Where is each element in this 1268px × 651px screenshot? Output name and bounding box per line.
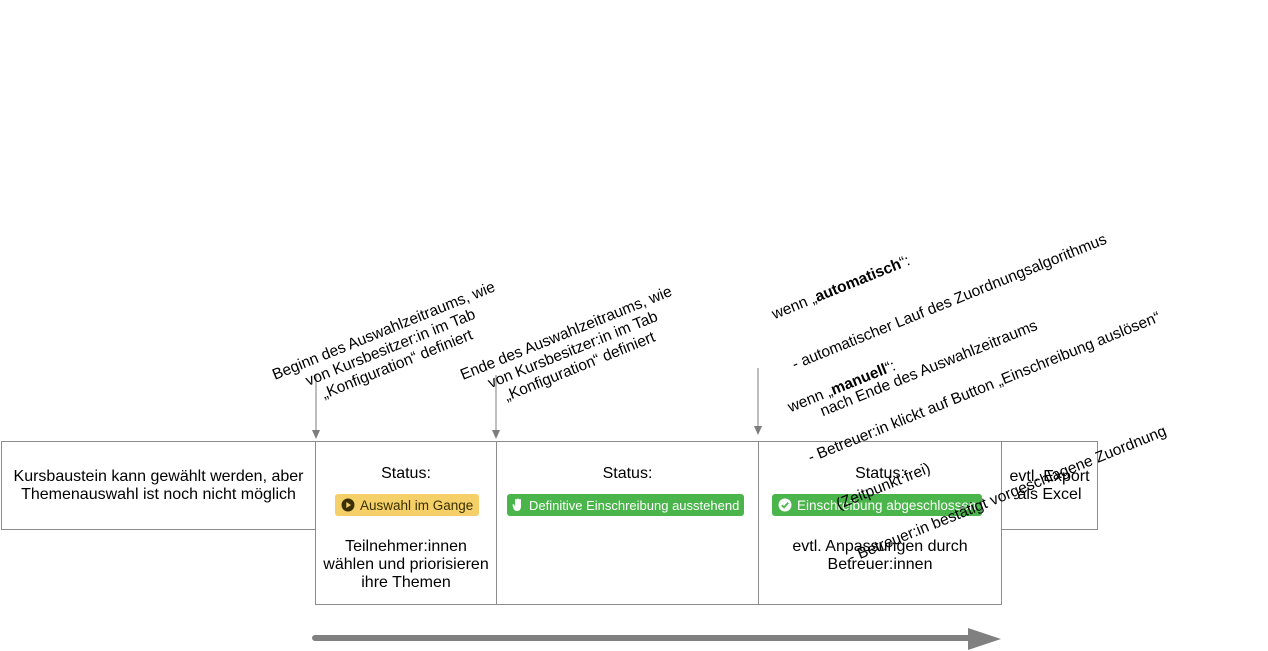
status-badge-label: Einschreibung abgeschlossen — [797, 497, 977, 513]
annotation-keyword: automatisch — [812, 255, 904, 306]
status-badge-pending: Definitive Einschreibung ausstehend — [507, 494, 745, 516]
status-badge-label: Auswahl im Gange — [360, 497, 474, 513]
check-circle-icon — [778, 498, 792, 512]
pre-phase-box: Kursbaustein kann gewählt werden, aber T… — [1, 441, 316, 530]
selection-description-line: Teilnehmer:innen — [345, 538, 467, 555]
status-label: Status: — [381, 465, 431, 482]
post-phase-text-line: als Excel — [1017, 486, 1082, 503]
pending-phase-box: Status: Definitive Einschreibung aussteh… — [496, 441, 759, 605]
status-badge-selection: Auswahl im Gange — [335, 494, 480, 516]
pre-phase-text-line: Themenauswahl ist noch nicht möglich — [21, 486, 296, 503]
completed-description-line: Betreuer:innen — [827, 556, 933, 573]
annotation-keyword: manuell — [828, 361, 890, 399]
completed-description-line: evtl. Anpassungen durch — [792, 538, 968, 555]
status-badge-completed: Einschreibung abgeschlossen — [772, 494, 983, 516]
timeline-arrow — [312, 628, 1001, 650]
status-badge-label: Definitive Einschreibung ausstehend — [529, 497, 740, 513]
completed-phase-box: Status: Einschreibung abgeschlossen evtl… — [758, 441, 1002, 605]
selection-description-line: wählen und priorisieren — [323, 556, 489, 573]
status-label: Status: — [855, 465, 905, 482]
selection-phase-box: Status: Auswahl im Gange Teilnehmer:inne… — [315, 441, 497, 605]
pre-phase-text-line: Kursbaustein kann gewählt werden, aber — [13, 468, 304, 485]
status-label: Status: — [602, 465, 653, 482]
post-phase-box: evtl. Export als Excel — [1001, 441, 1098, 530]
post-phase-text-line: evtl. Export — [1009, 468, 1090, 485]
selection-description-line: ihre Themen — [361, 574, 451, 591]
play-circle-icon — [341, 498, 355, 512]
hand-icon — [512, 498, 524, 512]
